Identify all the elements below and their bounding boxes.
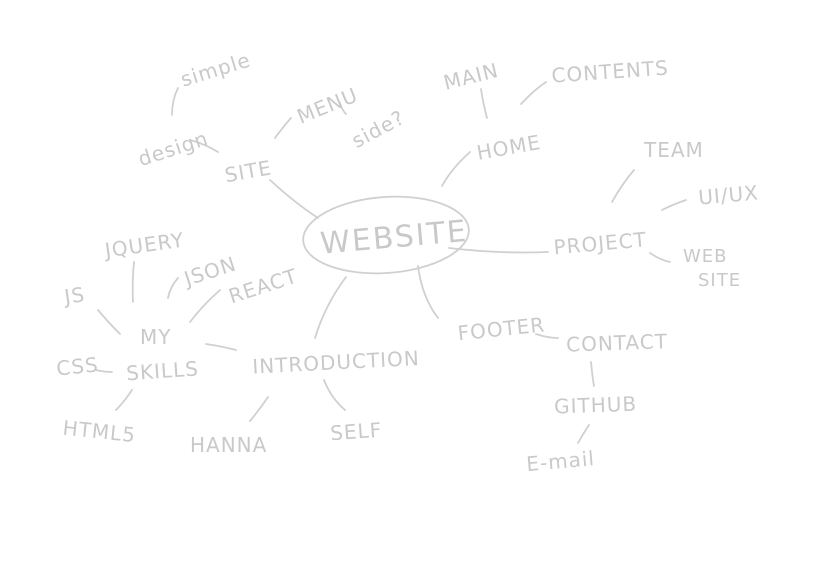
node-footer: FOOTER xyxy=(457,312,547,345)
node-web: WEB xyxy=(683,246,728,267)
node-side: side? xyxy=(348,105,409,153)
node-introduction: INTRODUCTION xyxy=(252,346,421,379)
connector-home-contents xyxy=(520,81,547,105)
connector-home xyxy=(441,151,471,187)
node-contents: CONTENTS xyxy=(551,56,670,88)
node-team: TEAM xyxy=(643,138,704,162)
connector-site xyxy=(269,179,319,219)
node-menu: MENU xyxy=(293,83,361,129)
connector-project-web xyxy=(649,252,671,263)
connector-skills-json xyxy=(167,277,179,299)
connector-project-team xyxy=(611,169,635,203)
node-jquery: JQUERY xyxy=(101,228,185,263)
connector-menu-side xyxy=(339,102,347,115)
node-simple: simple xyxy=(178,48,254,92)
node-self: SELF xyxy=(329,418,383,446)
node-project: PROJECT xyxy=(553,227,648,259)
center-node-label: WEBSITE xyxy=(319,214,469,262)
node-html5: HTML5 xyxy=(62,416,137,448)
node-home: HOME xyxy=(475,130,543,165)
connector-skills-js xyxy=(97,309,121,335)
node-my: MY xyxy=(140,325,171,349)
connector-skills-react xyxy=(189,289,221,323)
connector-project-uiux xyxy=(661,199,687,211)
node-css: CSS xyxy=(55,352,100,380)
node-skills: SKILLS xyxy=(125,356,199,385)
connector-site-menu xyxy=(274,117,292,139)
connector-footer-contact xyxy=(535,333,559,339)
connector-site-design xyxy=(189,139,219,153)
node-design: design xyxy=(135,126,211,171)
node-js: JS xyxy=(61,282,87,309)
connector-introduction xyxy=(314,276,347,339)
connector-project xyxy=(448,247,549,254)
connector-skills-html5 xyxy=(115,389,133,411)
connector-skills-jquery xyxy=(131,261,135,303)
connector-intro-hanna xyxy=(249,396,269,422)
connector-home-main xyxy=(480,88,488,119)
connector-contact-github xyxy=(590,361,595,387)
connector-github-email xyxy=(577,424,590,444)
node-contact: CONTACT xyxy=(566,329,669,357)
connector-intro-self xyxy=(323,379,346,411)
connector-skills-css xyxy=(95,369,113,373)
connectors xyxy=(95,81,687,444)
node-email: E-mail xyxy=(525,446,596,476)
node-github: GITHUB xyxy=(554,392,638,419)
node-web-site: SITE xyxy=(698,270,741,291)
connector-design-simple xyxy=(171,87,179,116)
center-node-outline xyxy=(302,195,470,275)
node-main: MAIN xyxy=(441,58,501,95)
connector-footer xyxy=(417,265,439,319)
node-hanna: HANNA xyxy=(190,433,267,457)
node-site: SITE xyxy=(223,155,274,187)
connector-intro-skills xyxy=(205,343,237,351)
node-uiux: UI/UX xyxy=(697,180,759,209)
